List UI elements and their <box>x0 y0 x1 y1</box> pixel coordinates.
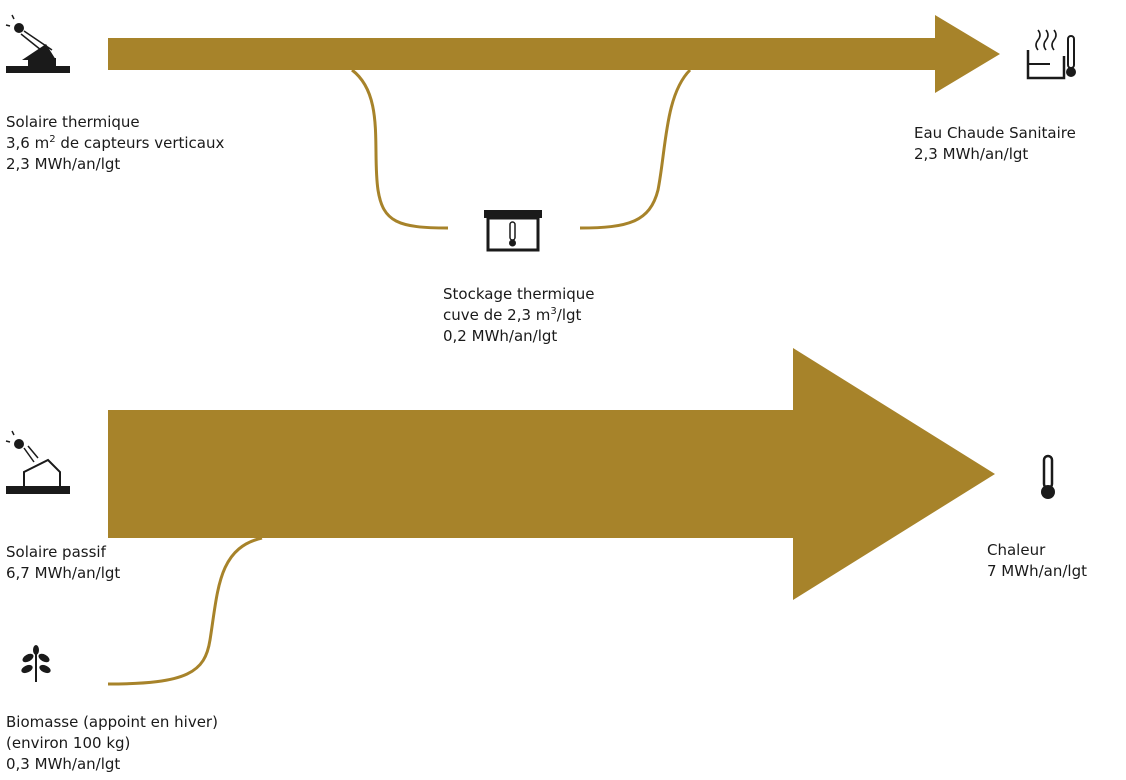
passive-solar-title: Solaire passif <box>6 543 106 561</box>
passive-solar-energy: 6,7 MWh/an/lgt <box>6 564 121 582</box>
solar-collector-icon <box>5 14 70 73</box>
storage-tank-icon <box>484 210 542 252</box>
storage-return-line <box>579 68 692 230</box>
passive-solar-icon <box>5 430 70 494</box>
hot-water-energy: 2,3 MWh/an/lgt <box>914 145 1029 163</box>
solar-thermal-flow-arrow <box>108 15 1000 93</box>
hot-water-label: Eau Chaude Sanitaire 2,3 MWh/an/lgt <box>914 123 1076 165</box>
plant-icon <box>21 645 51 682</box>
solar-thermal-label: Solaire thermique 3,6 m2 de capteurs ver… <box>6 112 224 175</box>
storage-label: Stockage thermique cuve de 2,3 m3/lgt 0,… <box>443 284 595 347</box>
heat-label: Chaleur 7 MWh/an/lgt <box>987 540 1087 582</box>
solar-thermal-area: 3,6 m2 de capteurs verticaux <box>6 134 225 152</box>
thermometer-icon <box>1041 454 1055 499</box>
hot-water-title: Eau Chaude Sanitaire <box>914 124 1076 142</box>
storage-title: Stockage thermique <box>443 285 595 303</box>
storage-loop-line <box>351 68 449 230</box>
biomass-flow-line <box>107 536 263 686</box>
passive-solar-label: Solaire passif 6,7 MWh/an/lgt <box>6 542 120 584</box>
biomass-title: Biomasse (appoint en hiver) <box>6 713 218 731</box>
solar-thermal-title: Solaire thermique <box>6 113 140 131</box>
heat-energy: 7 MWh/an/lgt <box>987 562 1087 580</box>
biomass-amount: (environ 100 kg) <box>6 734 131 752</box>
biomass-label: Biomasse (appoint en hiver) (environ 100… <box>6 712 218 775</box>
storage-energy: 0,2 MWh/an/lgt <box>443 327 558 345</box>
passive-solar-flow-arrow <box>108 348 995 600</box>
storage-volume: cuve de 2,3 m3/lgt <box>443 306 582 324</box>
heat-title: Chaleur <box>987 541 1046 559</box>
hot-water-icon <box>1026 29 1076 80</box>
biomass-energy: 0,3 MWh/an/lgt <box>6 755 121 773</box>
solar-thermal-energy: 2,3 MWh/an/lgt <box>6 155 121 173</box>
